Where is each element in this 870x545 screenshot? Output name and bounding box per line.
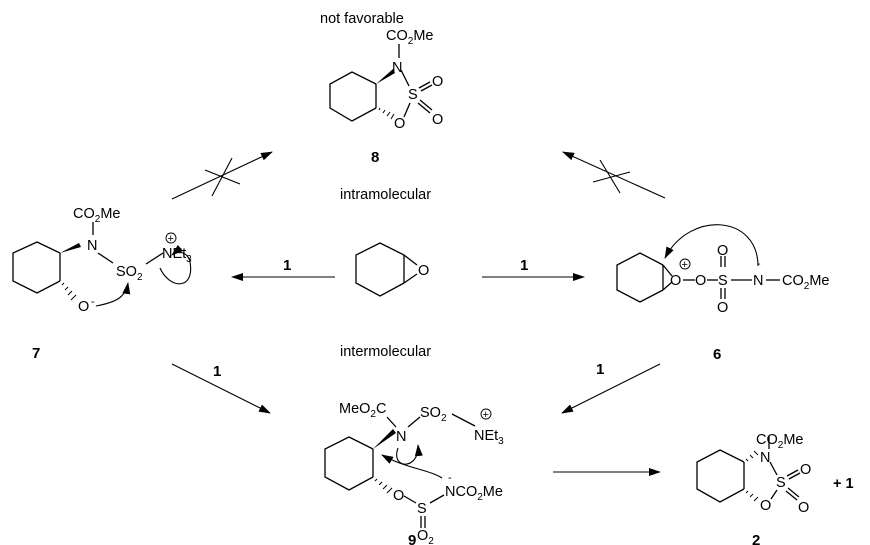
compound-2-structure: N CO2Me S O O O <box>696 432 811 516</box>
reagent-1-left: 1 <box>283 257 291 274</box>
so2-9: SO2 <box>420 405 447 424</box>
minus-charge-9: - <box>448 472 452 484</box>
co2me-6: CO2Me <box>782 273 829 292</box>
arrow-7-to-8-blocked <box>171 151 273 200</box>
n-atom-2: N <box>760 450 770 466</box>
o-oxonium-6: O <box>670 273 681 289</box>
minus-charge-6: - <box>757 258 761 270</box>
o-top-6: O <box>717 243 728 259</box>
plus-charge-9: + <box>483 409 489 421</box>
arrow-7-to-9 <box>171 363 271 414</box>
o-bottom-8: O <box>432 112 443 128</box>
minus-charge-7: - <box>91 296 95 308</box>
s-atom-2: S <box>776 475 786 491</box>
o-top-8: O <box>432 74 443 90</box>
intermolecular-label: intermolecular <box>340 344 431 360</box>
compound-8-structure: N O S CO2Me O O <box>329 28 443 132</box>
o-bottom-2: O <box>798 500 809 516</box>
o-ring-2: O <box>760 498 771 514</box>
compound-7-structure: N CO2Me SO2 NEt3 + O - <box>12 206 192 315</box>
n-atom-7: N <box>87 238 97 254</box>
plus-one-label: + 1 <box>833 476 854 492</box>
co2me-7: CO2Me <box>73 206 120 225</box>
o-anion-7: O <box>78 299 89 315</box>
compound-8-number: 8 <box>371 149 379 166</box>
net3-9: NEt3 <box>474 428 504 447</box>
compound-2-number: 2 <box>752 532 760 545</box>
compound-6-structure: O + O S O O N - CO2Me <box>616 224 829 316</box>
arrow-6-to-8-blocked <box>562 151 666 199</box>
so2-o-9: O2 <box>417 528 434 545</box>
compound-9-structure: MeO2C N SO2 + NEt3 O S O2 NCO2Me - <box>324 401 504 545</box>
arrow-6-to-9 <box>561 363 661 414</box>
o-bottom-6: O <box>717 300 728 316</box>
n-atom-9: N <box>396 429 406 445</box>
o-atom-epoxide: O <box>418 263 429 279</box>
meo2c-9: MeO2C <box>339 401 386 420</box>
reagent-1-lower-left: 1 <box>213 363 221 380</box>
compound-6-number: 6 <box>713 346 721 363</box>
s-atom-6: S <box>718 273 728 289</box>
n-atom-6: N <box>753 273 763 289</box>
co2me-8: CO2Me <box>386 28 433 47</box>
compound-9-number: 9 <box>408 532 416 545</box>
co2me-2: CO2Me <box>756 432 803 451</box>
net3-7: NEt3 <box>162 246 192 265</box>
compound-7-number: 7 <box>32 345 40 362</box>
s-atom-9: S <box>417 501 427 517</box>
intramolecular-label: intramolecular <box>340 187 431 203</box>
not-favorable-label: not favorable <box>320 11 404 27</box>
s-atom-8: S <box>408 87 418 103</box>
plus-charge-7: + <box>168 233 174 245</box>
o-link-6: O <box>695 273 706 289</box>
reagent-1-right: 1 <box>520 257 528 274</box>
o-atom-9: O <box>393 488 404 504</box>
o-atom-8: O <box>394 116 405 132</box>
n-atom-8: N <box>392 60 402 76</box>
cyclohexene-oxide-structure: O <box>355 242 429 297</box>
o-top-2: O <box>800 462 811 478</box>
nco2me-9: NCO2Me <box>445 484 503 503</box>
plus-charge-6: + <box>682 259 688 271</box>
reagent-1-lower-right: 1 <box>596 361 604 378</box>
so2-7: SO2 <box>116 264 143 283</box>
